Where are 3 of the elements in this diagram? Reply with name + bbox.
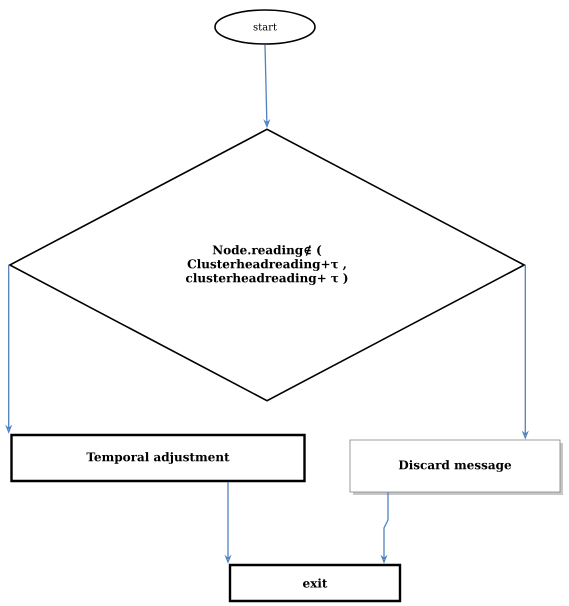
process-box: Temporal adjustment bbox=[10, 434, 306, 482]
process-box: Discard message bbox=[350, 440, 563, 495]
process-box: exit bbox=[228, 564, 402, 602]
